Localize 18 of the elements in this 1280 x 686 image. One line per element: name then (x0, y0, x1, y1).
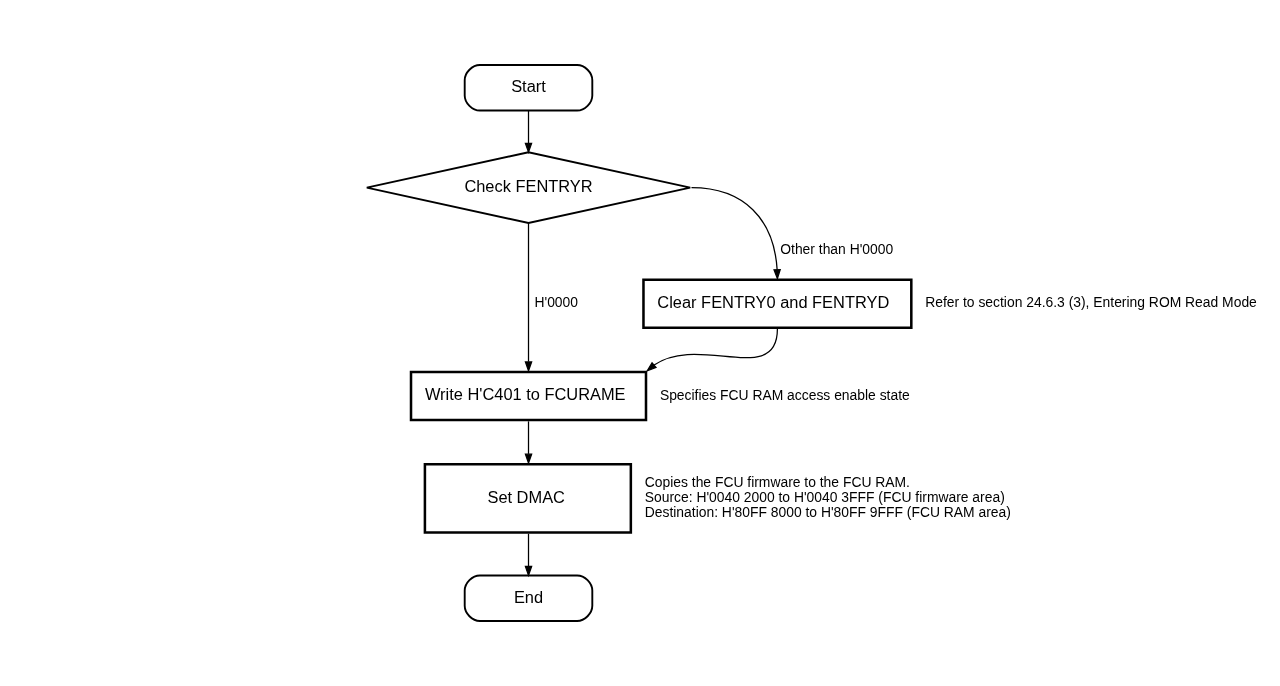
arrow (645, 328, 778, 372)
node-label: Specifies FCU RAM access enable state (659, 386, 910, 403)
node-box: End (463, 574, 594, 622)
arrow (524, 420, 533, 465)
node-box: Clear FENTRY0 and FENTRYD (642, 278, 913, 330)
node-label: Destination: H'80FF 8000 to H'80FF 9FFF (FCU RAM area) (644, 504, 1011, 521)
arrow (524, 110, 533, 155)
edge-label: Other than H'0000 (780, 241, 894, 258)
node-diamond: Check FENTRYR (365, 151, 692, 224)
node-box: Set DMAC (423, 463, 633, 534)
node-label: Refer to section 24.6.3 (3), Entering ROM Read Mode (925, 294, 1257, 311)
node-label: Copies the FCU firmware to the FCU RAM. (644, 473, 910, 490)
edge-label: H'0000 (534, 294, 579, 311)
arrow (690, 186, 782, 281)
arrow (524, 533, 533, 578)
node-box: Start (463, 64, 594, 112)
arrow (524, 222, 533, 373)
node-box: Write H'C401 to FCURAME (409, 370, 648, 422)
